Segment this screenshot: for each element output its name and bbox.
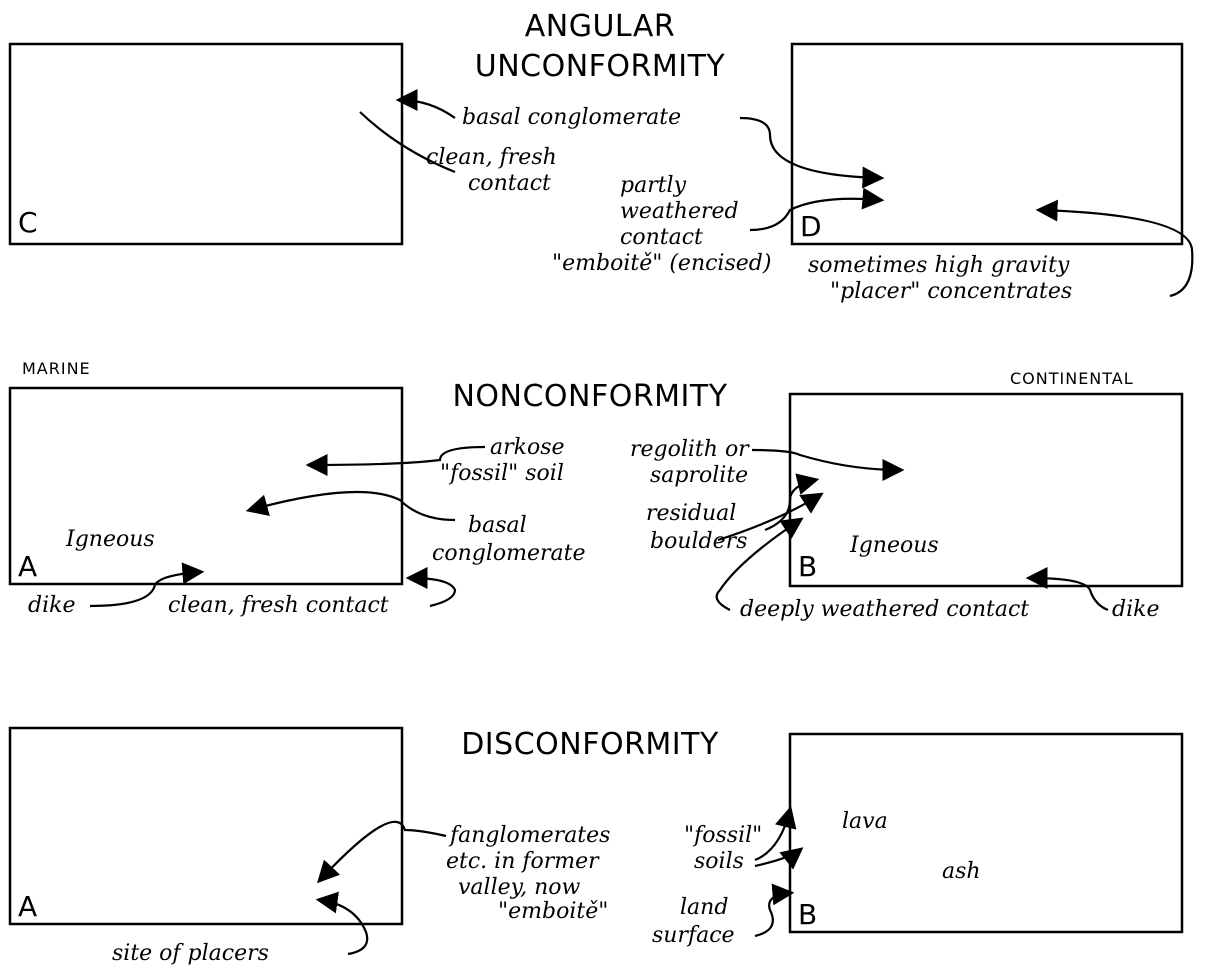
label-valley-now: valley, now — [458, 875, 581, 900]
label-conglomerate: conglomerate — [432, 541, 585, 566]
label-emboite: "emboitě" — [498, 899, 608, 924]
label-arkose: arkose — [490, 435, 565, 460]
label-soils: soils — [694, 849, 744, 874]
marine-label: MARINE — [22, 359, 91, 378]
label-boulders: boulders — [650, 529, 747, 554]
noncon-a-letter: A — [18, 550, 37, 583]
label-sometimes: sometimes high gravity — [808, 253, 1070, 278]
panel-noncon-a: Igneous A — [10, 388, 402, 584]
label-fossil-soil: "fossil" soil — [440, 461, 564, 486]
label-clean-fresh-contact: clean, fresh contact — [168, 593, 389, 618]
label-placer-concentrates: "placer" concentrates — [830, 279, 1072, 304]
discon-a-letter: A — [18, 890, 37, 923]
label-residual: residual — [646, 501, 736, 526]
label-emboite-encised: "emboitě" (encised) — [552, 251, 771, 276]
label-site-of-placers: site of placers — [112, 941, 269, 966]
label-weathered: weathered — [620, 199, 739, 224]
label-contact-2: contact — [620, 225, 703, 250]
discon-b-ash: ash — [942, 859, 981, 884]
label-partly: partly — [620, 173, 687, 198]
panel-discon-a: A — [10, 728, 402, 924]
label-land: land — [680, 895, 728, 920]
label-clean-fresh: clean, fresh — [426, 145, 557, 170]
label-basal: basal — [468, 513, 527, 538]
nonconformity-title: NONCONFORMITY — [452, 379, 727, 414]
label-saprolite: saprolite — [650, 463, 748, 488]
discon-b-lava: lava — [842, 809, 888, 834]
label-basal-conglomerate: basal conglomerate — [462, 105, 681, 130]
continental-label: CONTINENTAL — [1010, 369, 1134, 388]
label-dike-right: dike — [1112, 597, 1159, 622]
label-deeply-weathered: deeply weathered contact — [740, 597, 1029, 622]
label-fanglomerates: fanglomerates — [448, 823, 610, 848]
panel-discon-b: lava ash B — [790, 734, 1182, 932]
angular-title-line2: UNCONFORMITY — [475, 49, 726, 84]
noncon-b-igneous: Igneous — [849, 533, 939, 558]
panel-d-letter: D — [800, 210, 822, 243]
panel-d: D — [792, 44, 1182, 244]
panel-c-letter: C — [18, 206, 38, 239]
label-fossil-q: "fossil" — [684, 823, 762, 848]
label-dike-left: dike — [28, 593, 75, 618]
label-regolith: regolith or — [630, 437, 750, 462]
angular-title-line1: ANGULAR — [525, 9, 675, 44]
label-contact: contact — [468, 171, 551, 196]
disconformity-title: DISCONFORMITY — [461, 727, 719, 762]
panel-c: C — [10, 44, 402, 244]
noncon-a-igneous: Igneous — [65, 527, 155, 552]
discon-b-letter: B — [798, 898, 817, 931]
panel-noncon-b: Igneous B — [790, 394, 1182, 586]
label-etc-in-former: etc. in former — [446, 849, 600, 874]
noncon-b-letter: B — [798, 550, 817, 583]
label-surface: surface — [652, 923, 735, 948]
